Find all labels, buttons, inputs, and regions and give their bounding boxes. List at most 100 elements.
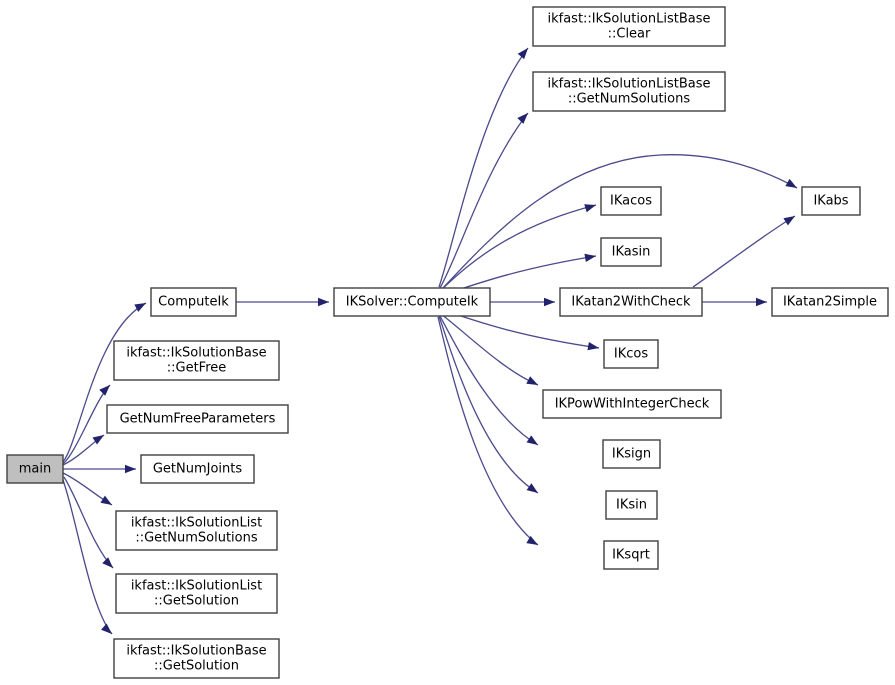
node-label-IkSolutionBase_GetSolution-line0: ikfast::IkSolutionBase [126,644,266,659]
node-box-IkSolutionBase_GetFree[interactable] [113,340,280,381]
node-label-IkSolutionList_GetNumSolutions-line1: ::GetNumSolutions [135,531,258,546]
node-label-IKsin-line0: IKsin [616,498,647,513]
edge-main-to-IkSolutionList_GetSolution [63,476,114,569]
arrowhead-IKatan2WithCheck->IKatan2Simple [756,297,767,307]
node-box-IkSolutionListBase_Clear[interactable] [532,6,726,47]
arrowhead-IKSolver_ComputeIk->IKsqrt [526,535,538,545]
node-main[interactable]: main [6,454,64,484]
node-box-IKatan2Simple[interactable] [771,287,889,317]
node-IKabs[interactable]: IKabs [801,186,861,216]
edge-IKSolver_ComputeIk-to-IKacos [440,204,597,291]
node-label-main-line0: main [19,462,51,477]
arrowhead-IKSolver_ComputeIk->IKacos [584,204,596,213]
node-box-main[interactable] [6,454,64,484]
edge-main-to-IkSolutionBase_GetSolution [62,479,113,635]
node-IKsin[interactable]: IKsin [605,490,658,520]
node-box-IKatan2WithCheck[interactable] [559,287,703,317]
node-box-IkSolutionListBase_GetNumSolutions[interactable] [532,71,726,112]
arrowhead-IKSolver_ComputeIk->IkSolutionListBase_GetNumSolutions [517,113,528,124]
node-IKPowWithIntegerCheck[interactable]: IKPowWithIntegerCheck [542,389,722,419]
arrowhead-IKSolver_ComputeIk->IKsign [526,435,538,445]
node-box-IkSolutionList_GetSolution[interactable] [115,573,278,614]
node-label-IkSolutionListBase_GetNumSolutions-line1: ::GetNumSolutions [568,92,691,107]
node-label-IkSolutionList_GetNumSolutions-line0: ikfast::IkSolutionList [131,516,262,531]
node-IkSolutionList_GetNumSolutions[interactable]: ikfast::IkSolutionList::GetNumSolutions [115,510,278,551]
arrowhead-IKSolver_ComputeIk->IKPowWithIntegerCheck [526,376,538,385]
edge-IKatan2WithCheck-to-IKabs [692,215,796,288]
node-box-IKsin[interactable] [605,490,658,520]
node-label-IkSolutionBase_GetSolution-line1: ::GetSolution [154,659,239,674]
node-box-IkSolutionList_GetNumSolutions[interactable] [115,510,278,551]
node-label-IkSolutionBase_GetFree-line1: ::GetFree [167,361,227,376]
edge-IKSolver_ComputeIk-to-IKabs [442,154,798,289]
node-label-IKSolver_ComputeIk-line0: IKSolver::ComputeIk [346,295,479,310]
arrowhead-IKSolver_ComputeIk->IKatan2WithCheck [544,297,555,307]
arrowheads-layer [92,48,797,634]
node-box-IKPowWithIntegerCheck[interactable] [542,389,722,419]
edge-main-to-IkSolutionBase_GetFree [62,384,111,465]
edge-IKSolver_ComputeIk-to-IKsign [439,315,539,446]
node-IKasin[interactable]: IKasin [600,237,662,267]
node-box-IKasin[interactable] [600,237,662,267]
node-label-IkSolutionBase_GetFree-line0: ikfast::IkSolutionBase [126,346,266,361]
node-box-GetNumFreeParameters[interactable] [106,404,289,434]
node-box-IKsqrt[interactable] [603,540,659,570]
node-box-IKSolver_ComputeIk[interactable] [333,287,491,317]
node-box-ComputeIk[interactable] [150,287,237,317]
node-box-IKsign[interactable] [602,439,661,469]
node-IKSolver_ComputeIk[interactable]: IKSolver::ComputeIk [333,287,491,317]
node-IKsqrt[interactable]: IKsqrt [603,540,659,570]
node-IKsign[interactable]: IKsign [602,439,661,469]
node-GetNumFreeParameters[interactable]: GetNumFreeParameters [106,404,289,434]
node-label-IKacos-line0: IKacos [610,194,652,209]
edge-IKSolver_ComputeIk-to-IKPowWithIntegerCheck [440,313,539,386]
node-ComputeIk[interactable]: ComputeIk [150,287,237,317]
node-label-GetNumJoints-line0: GetNumJoints [153,462,243,477]
node-IkSolutionBase_GetFree[interactable]: ikfast::IkSolutionBase::GetFree [113,340,280,381]
arrowhead-main->GetNumJoints [125,464,136,474]
node-label-IKcos-line0: IKcos [614,347,648,362]
node-IKatan2WithCheck[interactable]: IKatan2WithCheck [559,287,703,317]
node-label-IKsign-line0: IKsign [612,447,651,462]
node-label-IKatan2WithCheck-line0: IKatan2WithCheck [571,295,691,310]
node-GetNumJoints[interactable]: GetNumJoints [140,454,255,484]
node-box-IKabs[interactable] [801,186,861,216]
arrowhead-main->ComputeIk [134,303,146,312]
node-box-IkSolutionBase_GetSolution[interactable] [113,638,280,679]
node-label-GetNumFreeParameters-line0: GetNumFreeParameters [120,412,276,427]
node-IkSolutionListBase_GetNumSolutions[interactable]: ikfast::IkSolutionListBase::GetNumSoluti… [532,71,726,112]
arrowhead-IKSolver_ComputeIk->IKasin [584,253,596,263]
arrowhead-main->IkSolutionBase_GetFree [99,385,110,396]
edge-IKSolver_ComputeIk-to-IKsin [438,315,539,494]
arrowhead-ComputeIk->IKSolver_ComputeIk [318,297,329,307]
arrowhead-main->GetNumFreeParameters [92,435,104,445]
arrowhead-IKSolver_ComputeIk->IkSolutionListBase_Clear [517,48,528,60]
node-IKatan2Simple[interactable]: IKatan2Simple [771,287,889,317]
node-label-IKabs-line0: IKabs [813,194,848,209]
node-box-IKacos[interactable] [600,186,662,216]
node-IKacos[interactable]: IKacos [600,186,662,216]
edge-IKSolver_ComputeIk-to-IKsqrt [437,316,539,546]
node-IKcos[interactable]: IKcos [603,339,659,369]
edge-IKSolver_ComputeIk-to-IkSolutionListBase_GetNumSolutions [439,112,529,289]
arrowhead-main->IkSolutionList_GetNumSolutions [100,495,112,505]
arrowhead-IKSolver_ComputeIk->IKabs [785,178,797,188]
node-IkSolutionList_GetSolution[interactable]: ikfast::IkSolutionList::GetSolution [115,573,278,614]
arrowhead-IKatan2WithCheck->IKabs [783,216,795,226]
node-label-IKPowWithIntegerCheck-line0: IKPowWithIntegerCheck [555,397,710,412]
arrowhead-IKSolver_ComputeIk->IKcos [587,341,599,351]
node-IkSolutionListBase_Clear[interactable]: ikfast::IkSolutionListBase::Clear [532,6,726,47]
node-IkSolutionBase_GetSolution[interactable]: ikfast::IkSolutionBase::GetSolution [113,638,280,679]
edge-IKSolver_ComputeIk-to-IkSolutionListBase_Clear [438,47,529,288]
arrowhead-main->IkSolutionBase_GetSolution [101,623,112,634]
node-box-GetNumJoints[interactable] [140,454,255,484]
node-label-IkSolutionListBase_Clear-line0: ikfast::IkSolutionListBase [547,12,710,27]
node-label-IKasin-line0: IKasin [612,245,651,260]
node-box-IKcos[interactable] [603,339,659,369]
node-label-IKatan2Simple-line0: IKatan2Simple [783,295,877,310]
node-label-IkSolutionList_GetSolution-line0: ikfast::IkSolutionList [131,579,262,594]
node-label-IkSolutionListBase_Clear-line1: ::Clear [608,27,651,42]
arrowhead-IKSolver_ComputeIk->IKsin [526,483,538,493]
